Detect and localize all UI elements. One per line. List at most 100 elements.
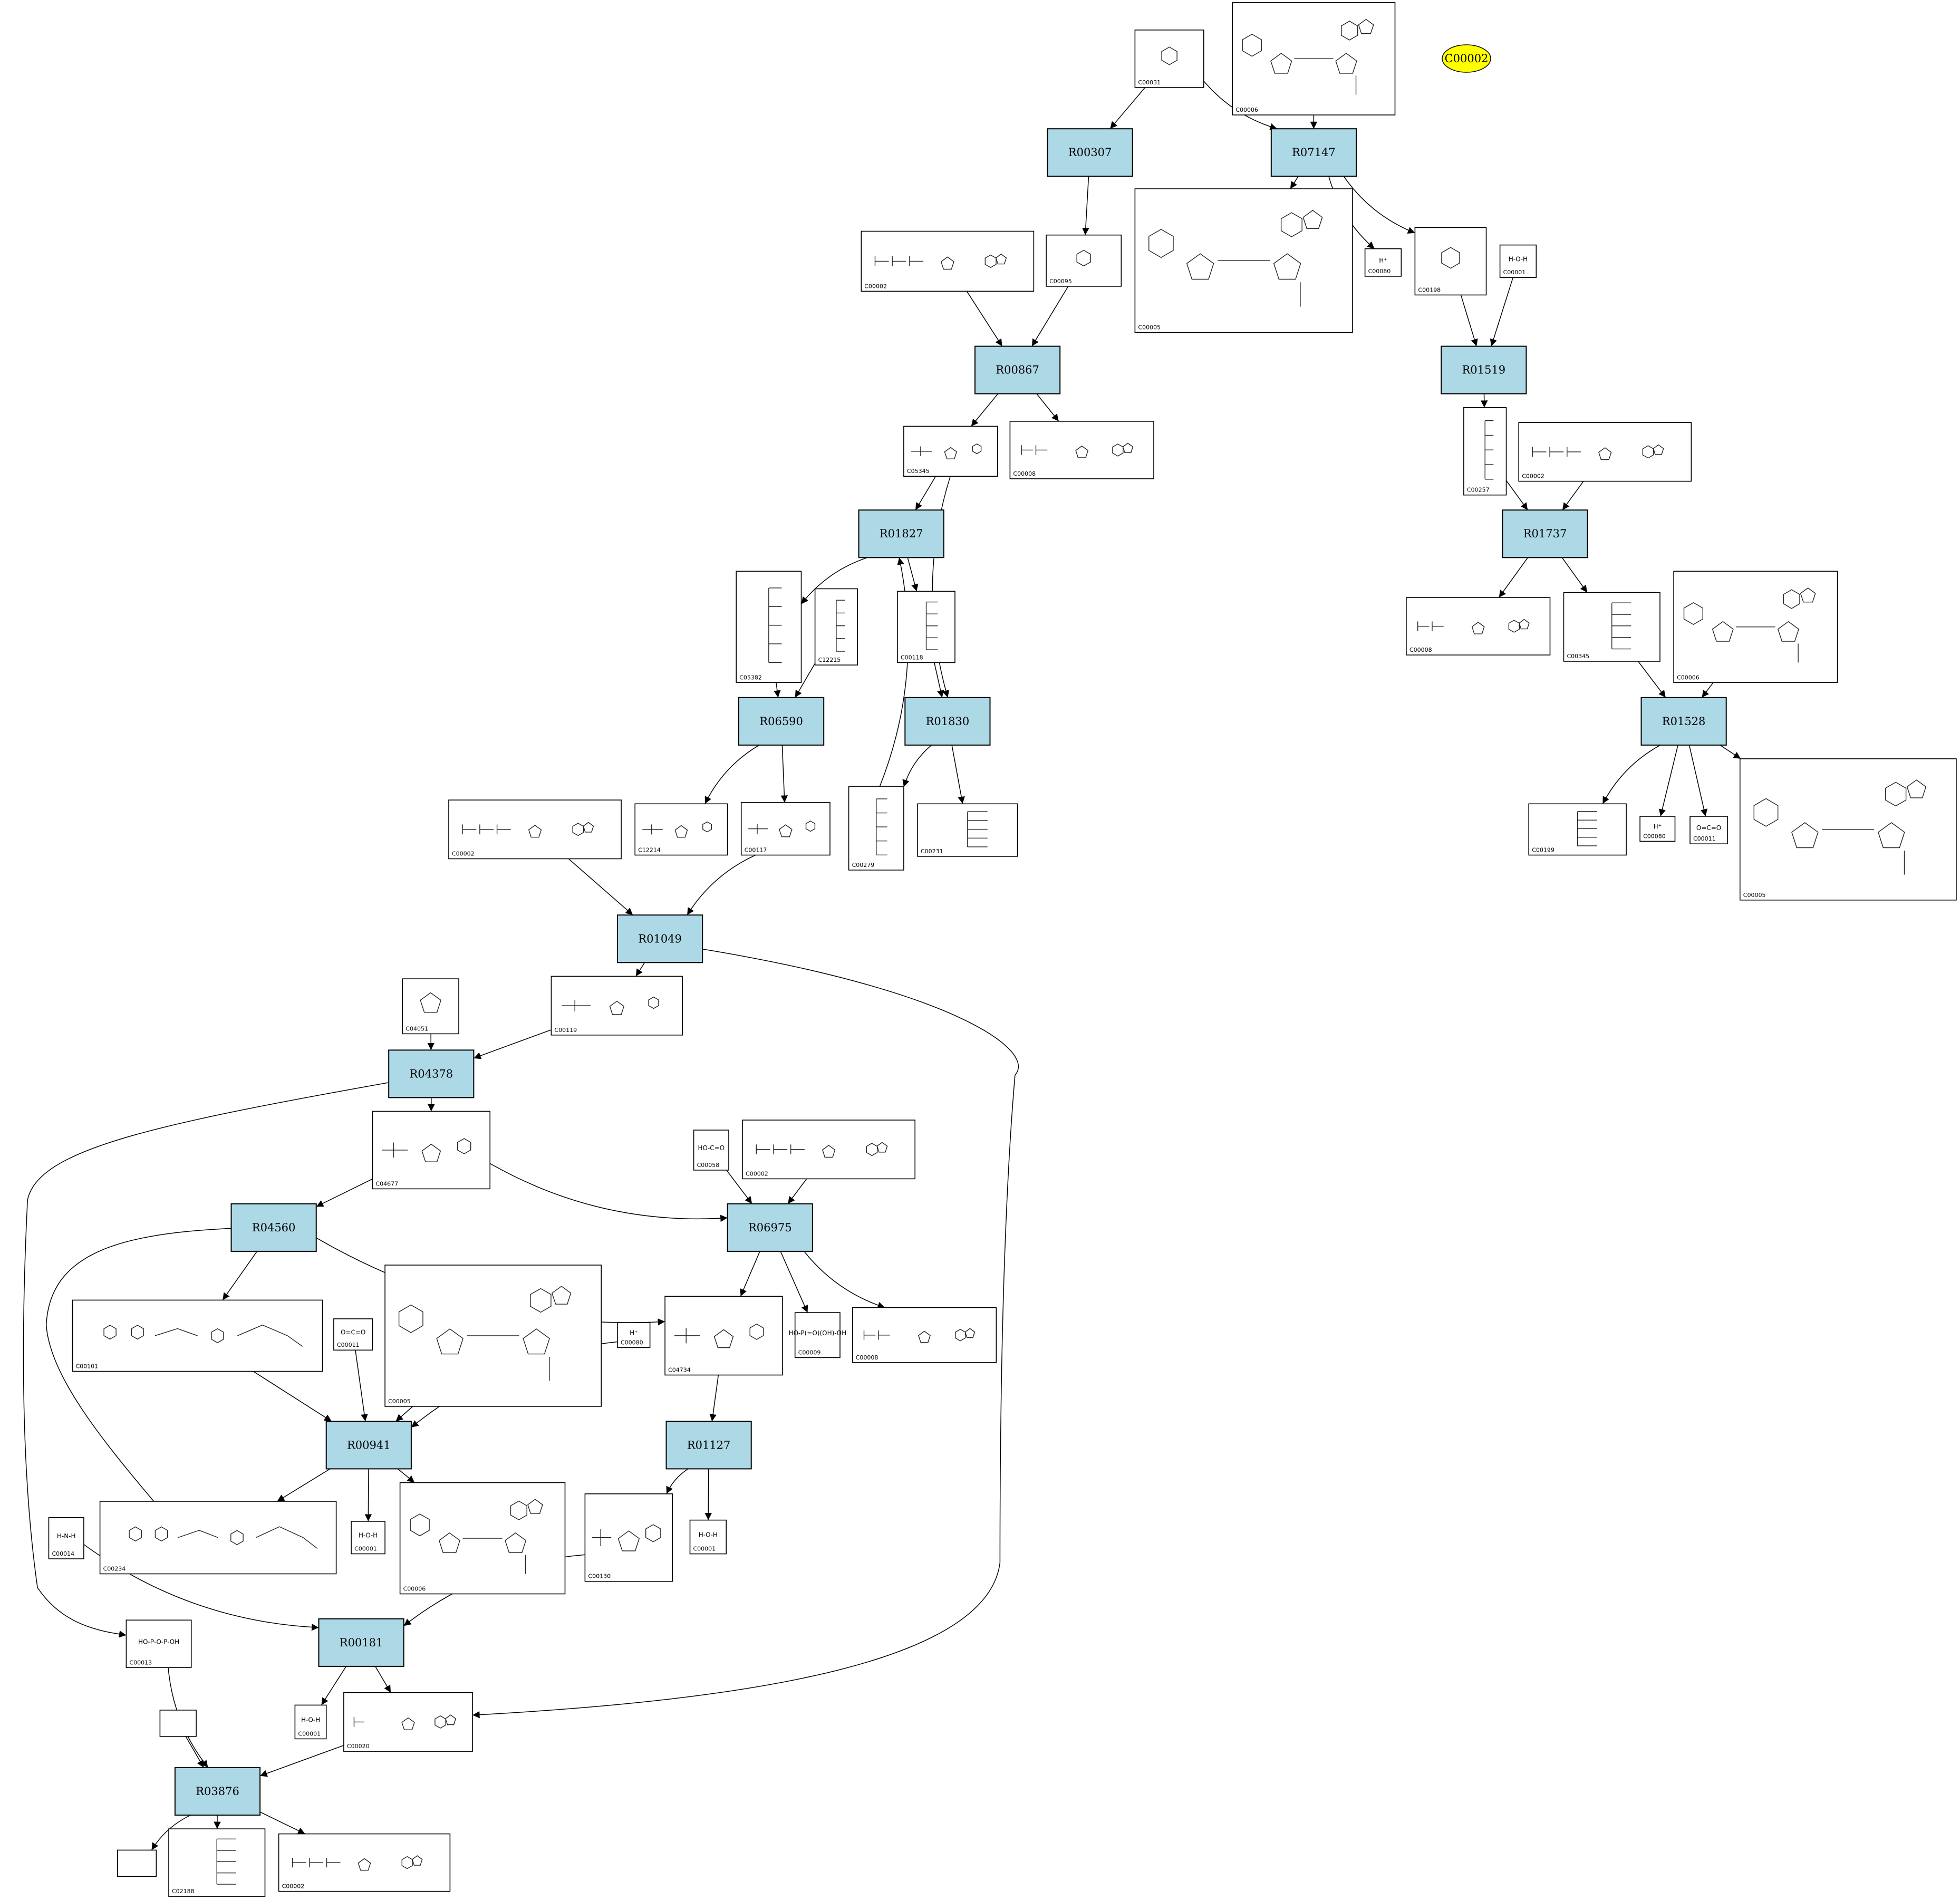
- reaction-node[interactable]: R01830: [904, 697, 991, 746]
- compound-node[interactable]: C00002: [278, 1833, 451, 1892]
- compound-id: C05382: [739, 674, 762, 681]
- compound-node[interactable]: C00006: [1673, 571, 1838, 683]
- edge-R01528-c11a: [1688, 745, 1708, 817]
- compound-node[interactable]: C00005: [1740, 758, 1957, 901]
- compound-node[interactable]: C00199: [1528, 803, 1627, 856]
- reaction-node[interactable]: R04378: [388, 1049, 475, 1098]
- reaction-label: R06975: [748, 1221, 792, 1234]
- compound-node[interactable]: C00006: [1232, 2, 1396, 115]
- structure-drawing: [1683, 587, 1816, 663]
- edge-c31-R00307: [1109, 87, 1146, 129]
- compound-node[interactable]: C05345: [903, 426, 998, 477]
- compound-node[interactable]: C00031: [1134, 30, 1204, 88]
- compound-node[interactable]: C04734: [664, 1296, 783, 1376]
- compound-node[interactable]: C00257: [1463, 407, 1507, 496]
- compound-box: [1046, 234, 1122, 287]
- compound-node[interactable]: C05382: [736, 571, 802, 683]
- edge-c5c-R00941: [395, 1406, 413, 1422]
- edge-R00307-c95: [1082, 176, 1089, 235]
- compound-node[interactable]: C00345: [1563, 592, 1660, 662]
- compound-node[interactable]: [159, 1710, 197, 1737]
- compound-id: C00005: [388, 1398, 411, 1405]
- compound-node[interactable]: C04051: [402, 978, 459, 1035]
- reaction-label: R01127: [687, 1439, 731, 1451]
- compound-node[interactable]: C00231: [917, 803, 1018, 857]
- compound-node[interactable]: C00008: [1406, 597, 1551, 655]
- reaction-box: [617, 914, 703, 963]
- structure-drawing: [462, 822, 594, 838]
- compound-node[interactable]: C00130: [584, 1493, 673, 1582]
- reaction-node[interactable]: R00867: [974, 345, 1061, 394]
- reaction-node[interactable]: R00941: [325, 1421, 412, 1470]
- edge-c11b-R00941: [355, 1350, 368, 1422]
- compound-node[interactable]: C00005: [1134, 188, 1353, 333]
- compound-box: [1406, 597, 1551, 655]
- reaction-node[interactable]: R01049: [617, 914, 703, 963]
- reaction-node[interactable]: R03876: [174, 1767, 261, 1816]
- reaction-node[interactable]: R06975: [727, 1203, 813, 1252]
- compound-node[interactable]: C00095: [1046, 234, 1122, 287]
- edge-c5345-R01830: [932, 476, 951, 698]
- compound-node[interactable]: C00101: [72, 1299, 323, 1372]
- compound-node[interactable]: C04677: [372, 1111, 491, 1190]
- compound-node[interactable]: C00118: [897, 591, 955, 663]
- compound-node[interactable]: [117, 1849, 157, 1877]
- compound-node[interactable]: C00279: [848, 786, 904, 871]
- compound-node[interactable]: C00002: [1518, 422, 1692, 482]
- compound-id: C00058: [697, 1162, 720, 1169]
- reaction-label: R01049: [638, 932, 682, 945]
- compound-node[interactable]: C00002: [861, 230, 1035, 292]
- compound-node[interactable]: C00006: [399, 1482, 566, 1595]
- structure-drawing: [216, 1838, 236, 1885]
- reaction-label: R01737: [1523, 527, 1567, 540]
- compound-node[interactable]: C00005: [384, 1265, 602, 1407]
- compound-node[interactable]: C00002: [742, 1120, 915, 1180]
- compound-node[interactable]: H⁺C00080: [1639, 816, 1676, 842]
- compound-node[interactable]: C00119: [551, 976, 683, 1036]
- reaction-node[interactable]: R00307: [1047, 128, 1133, 177]
- compound-node[interactable]: C02188: [168, 1828, 266, 1897]
- highlight-compound[interactable]: C00002: [1442, 44, 1491, 73]
- compound-id: C00002: [746, 1170, 768, 1177]
- reaction-box: [388, 1049, 475, 1098]
- compound-node[interactable]: C00234: [99, 1501, 337, 1575]
- reaction-node[interactable]: R01519: [1441, 345, 1527, 394]
- reaction-node[interactable]: R01827: [858, 509, 944, 558]
- compound-formula: H‑O‑H: [301, 1716, 320, 1723]
- structure-drawing: [911, 443, 982, 459]
- compound-box: [117, 1849, 157, 1877]
- reaction-node[interactable]: R01127: [665, 1421, 752, 1470]
- compound-node[interactable]: C00020: [343, 1692, 473, 1752]
- compound-node[interactable]: C12214: [634, 803, 728, 856]
- compound-node[interactable]: C00117: [740, 802, 831, 856]
- reaction-node[interactable]: R01737: [1502, 509, 1588, 558]
- structure-drawing: [1021, 442, 1134, 458]
- edge-R01827-c5382: [800, 557, 868, 604]
- reaction-node[interactable]: R04560: [230, 1203, 317, 1252]
- compound-node[interactable]: H⁺C00080: [1364, 248, 1402, 277]
- edge-R06975-c9: [780, 1251, 808, 1313]
- reaction-node[interactable]: R06590: [738, 697, 825, 746]
- reaction-node[interactable]: R00181: [318, 1618, 404, 1667]
- compound-node[interactable]: C00002: [448, 799, 622, 860]
- compound-node[interactable]: C12215: [814, 588, 858, 666]
- compound-node[interactable]: C00008: [852, 1307, 997, 1363]
- edge-R00941-c6c: [397, 1468, 415, 1483]
- compound-node[interactable]: C00008: [1009, 421, 1154, 479]
- compound-node[interactable]: C00198: [1414, 227, 1487, 296]
- compound-node[interactable]: H⁺C00080: [617, 1322, 651, 1348]
- compound-id: C00199: [1532, 847, 1555, 854]
- reaction-node[interactable]: R07147: [1270, 128, 1357, 177]
- reaction-node[interactable]: R01528: [1640, 697, 1727, 746]
- edge-R00181-c20: [375, 1666, 391, 1693]
